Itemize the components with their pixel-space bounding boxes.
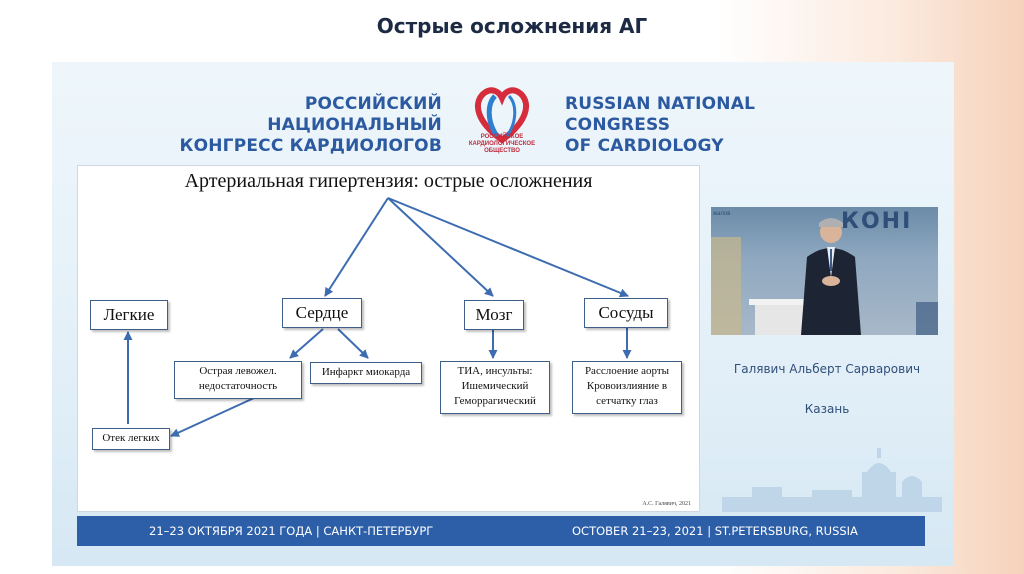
node-tia-strokes-line2: Ишемический [461,380,529,392]
video-frame: РОССИЙСКИЙ НАЦИОНАЛЬНЫЙ КОНГРЕСС КАРДИОЛ… [52,62,954,566]
footer-dates-en: OCTOBER 21–23, 2021 | ST.PETERSBURG, RUS… [572,524,858,538]
arrow-root-heart [324,197,389,297]
heart-logo-icon [475,87,529,144]
node-brain: Мозг [464,300,524,330]
congress-name-ru: РОССИЙСКИЙ НАЦИОНАЛЬНЫЙ КОНГРЕСС КАРДИОЛ… [152,94,442,157]
node-tia-strokes-line3: Геморрагический [454,395,536,407]
node-aortic-dissection-line3: сетчатку глаз [596,395,658,407]
arrow-heart-mi [337,328,369,359]
event-footer-bar: 21–23 ОКТЯБРЯ 2021 ГОДА | САНКТ-ПЕТЕРБУР… [77,516,925,546]
footer-dates-ru: 21–23 ОКТЯБРЯ 2021 ГОДА | САНКТ-ПЕТЕРБУР… [149,524,434,538]
node-acute-lv-failure: Острая левожел. недостаточность [174,361,302,399]
node-myocardial-infarction: Инфаркт миокарда [310,362,422,384]
speaker-city: Казань [804,402,850,416]
speaker-figure-icon [711,218,938,335]
logo-caption-line2: КАРДИОЛОГИЧЕСКОЕ [468,141,536,147]
node-tia-strokes-line1: ТИА, инсульты: [457,365,533,377]
logo-caption-line3: ОБЩЕСТВО [484,148,520,154]
congress-name-ru-line1: РОССИЙСКИЙ НАЦИОНАЛЬНЫЙ [267,94,442,135]
node-pulmonary-edema: Отек легких [92,428,170,450]
arrow-root-brain [387,197,494,297]
congress-name-en: RUSSIAN NATIONAL CONGRESS OF CARDIOLOGY [565,94,865,157]
node-lungs: Легкие [90,300,168,330]
node-acute-lv-failure-line2: недостаточность [198,380,278,392]
node-aortic-dissection: Расслоение аорты Кровоизлияние в сетчатк… [572,361,682,414]
presentation-slide: Артериальная гипертензия: острые осложне… [77,165,700,512]
video-background-small-text: жалов [713,211,731,217]
node-vessels: Сосуды [584,298,668,328]
arrow-heart-lvf [289,328,324,359]
node-aortic-dissection-line2: Кровоизлияние в [586,380,668,392]
node-heart: Сердце [282,298,362,328]
arrow-root-vessels [387,197,629,298]
arrow-lvf-edema [170,397,255,437]
slide-credit: А.С. Галявич, 2021 [642,501,691,507]
logo-caption: РОССИЙСКОЕ КАРДИОЛОГИЧЕСКОЕ ОБЩЕСТВО [449,134,555,155]
diagram-title: Артериальная гипертензия: острые осложне… [184,170,593,192]
video-background-text: КОНІ [841,209,913,234]
logo-caption-line1: РОССИЙСКОЕ [480,134,524,140]
congress-name-en-line2: OF CARDIOLOGY [565,136,724,156]
diagram-arrows [123,197,632,437]
node-tia-strokes: ТИА, инсульты: Ишемический Геморрагическ… [440,361,550,414]
page-title: Острые осложнения АГ [376,14,648,38]
congress-name-en-line1: RUSSIAN NATIONAL CONGRESS [565,94,756,135]
node-acute-lv-failure-line1: Острая левожел. [199,365,277,377]
node-aortic-dissection-line1: Расслоение аорты [584,365,670,377]
city-skyline-icon [722,448,942,512]
congress-name-ru-line2: КОНГРЕСС КАРДИОЛОГОВ [179,136,442,156]
speaker-name: Галявич Альберт Сарварович [733,362,921,376]
speaker-video: жалов КОНІ [711,207,938,335]
